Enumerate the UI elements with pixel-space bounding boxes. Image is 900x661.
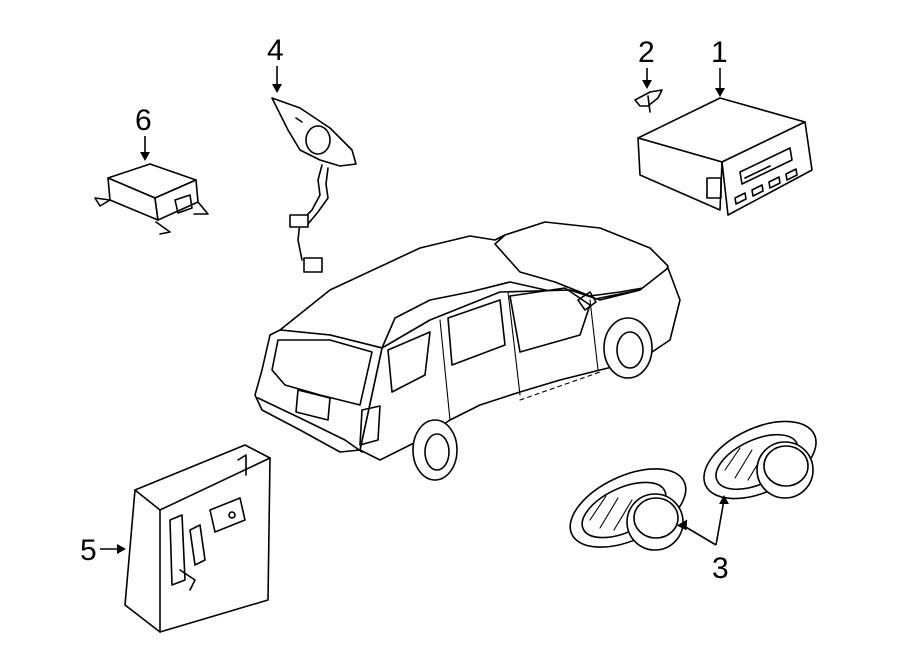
speaker-rear xyxy=(703,420,817,500)
mounting-clip xyxy=(634,89,663,113)
callout-label-1: 1 xyxy=(711,36,728,69)
callout-label-2: 2 xyxy=(638,36,655,69)
callout-label-5: 5 xyxy=(80,534,97,567)
electronic-module xyxy=(94,163,209,235)
callout-2: 2 xyxy=(638,36,655,89)
callout-1: 1 xyxy=(711,36,728,97)
speaker-front xyxy=(569,468,687,551)
radio-receiver xyxy=(637,97,813,216)
control-module-bracket xyxy=(124,444,271,633)
vehicle-illustration xyxy=(254,221,681,481)
callout-4: 4 xyxy=(267,34,284,93)
callout-5: 5 xyxy=(80,534,126,567)
callout-label-3: 3 xyxy=(712,552,729,585)
callout-3: 3 xyxy=(676,495,729,585)
tweeter-assembly xyxy=(271,97,357,273)
callout-label-6: 6 xyxy=(135,104,152,137)
callout-6: 6 xyxy=(135,104,152,161)
callout-label-4: 4 xyxy=(267,34,284,67)
